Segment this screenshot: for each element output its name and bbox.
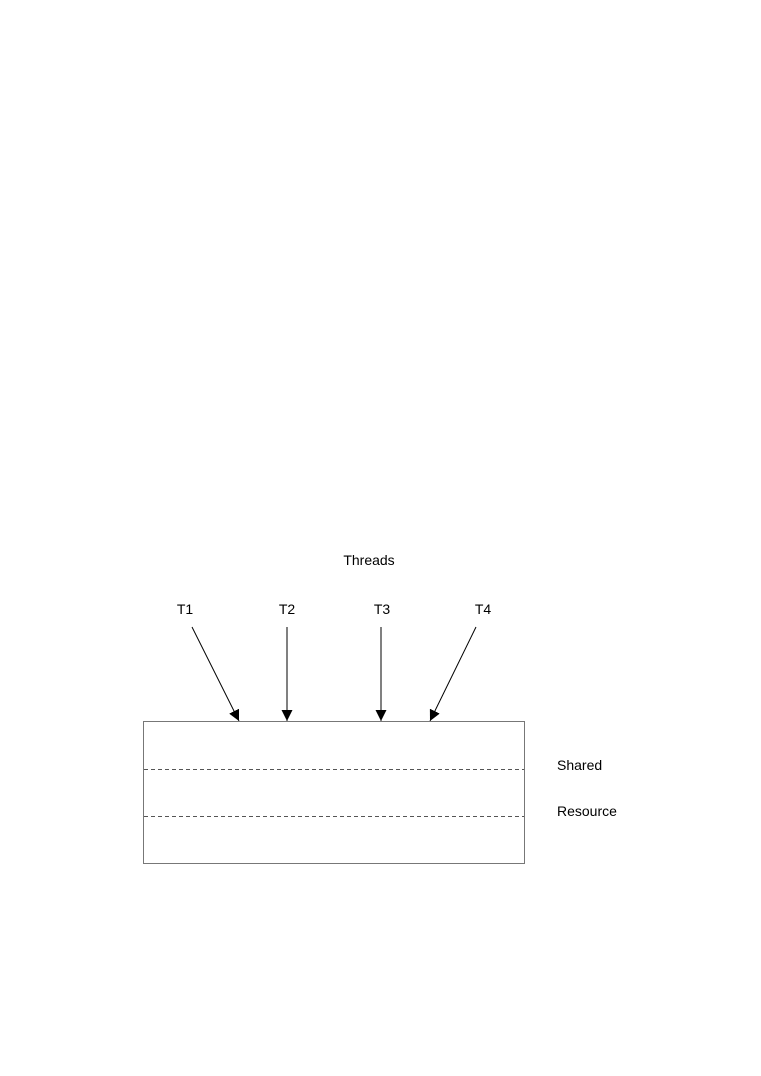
thread-arrow-t4 <box>429 626 477 722</box>
thread-label-t1: T1 <box>177 601 194 617</box>
resource-label-shared: Shared <box>557 757 602 773</box>
resource-label-resource: Resource <box>557 803 617 819</box>
thread-label-t4: T4 <box>475 601 492 617</box>
thread-label-t3: T3 <box>374 601 391 617</box>
thread-label-t2: T2 <box>279 601 296 617</box>
shared-resource-box <box>143 721 525 864</box>
diagram-title: Threads <box>343 552 394 568</box>
thread-arrow-t1 <box>191 626 240 722</box>
